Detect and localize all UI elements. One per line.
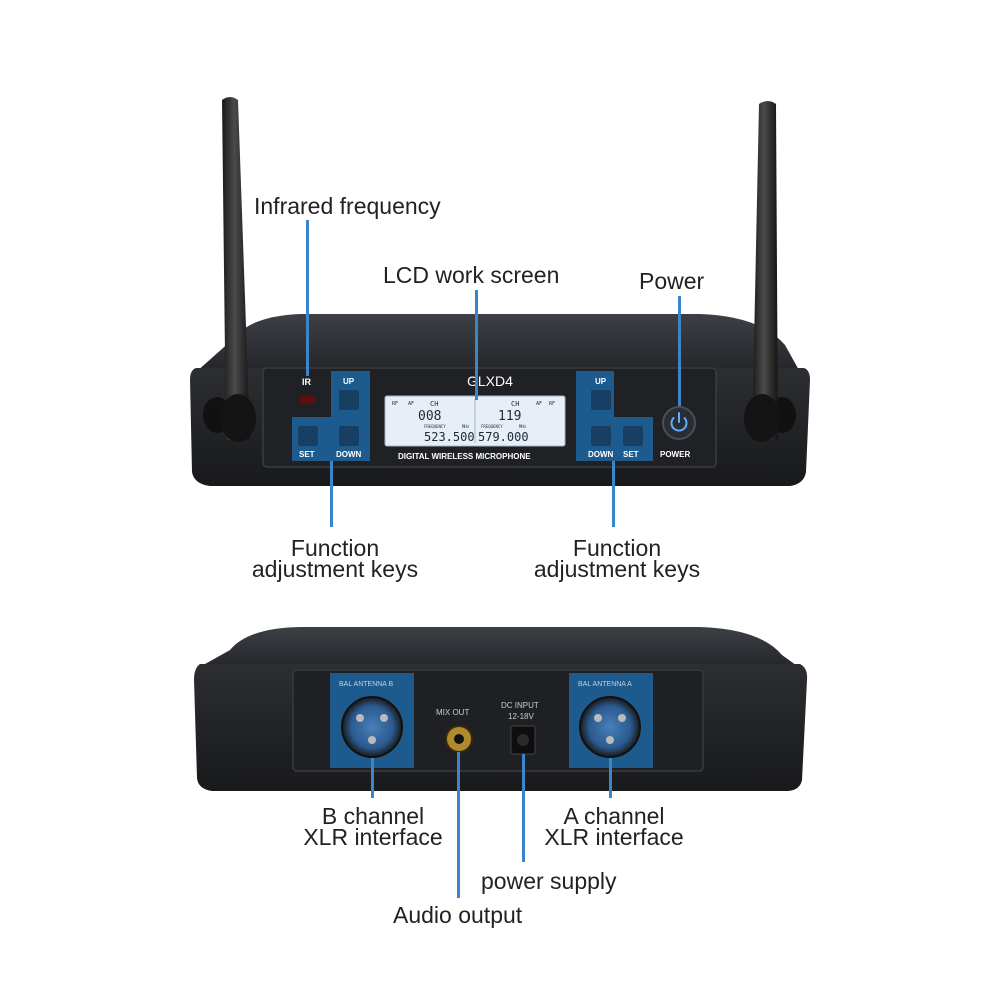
left-set-label: SET — [299, 450, 315, 459]
lcd-rf-right: RF — [549, 401, 555, 407]
b-xlr-connector[interactable] — [341, 696, 403, 758]
right-set-label: SET — [623, 450, 639, 459]
rear-unit: BAL ANTENNA B MIX OUT DC INPUT 12-18V BA… — [194, 627, 808, 791]
leader-a-channel — [609, 758, 612, 798]
lcd-mhz-right: MHz — [519, 424, 527, 429]
leader-power-supply — [522, 754, 525, 862]
right-up-button[interactable] — [591, 390, 611, 410]
ir-sensor — [300, 396, 316, 404]
callout-b-channel-line1: B channel — [321, 803, 425, 829]
leader-lcd — [475, 290, 478, 400]
lcd-ch-right: CH — [511, 400, 519, 408]
left-down-label: DOWN — [336, 450, 362, 459]
left-set-button[interactable] — [298, 426, 318, 446]
leader-audio-output — [457, 752, 460, 898]
b-xlr-label: BAL ANTENNA B — [339, 681, 394, 688]
lcd-freq-right-value: 579.000 — [478, 430, 529, 444]
left-up-button[interactable] — [339, 390, 359, 410]
lcd-af-right: AF — [536, 401, 542, 407]
left-antenna — [220, 97, 256, 442]
leader-power — [678, 296, 681, 406]
mix-out-label: MIX OUT — [436, 708, 469, 717]
lcd-ch-right-value: 119 — [498, 409, 521, 424]
callout-b-channel-line2: XLR interface — [303, 824, 443, 850]
ir-label: IR — [302, 377, 312, 387]
lcd-af-left: AF — [408, 401, 414, 407]
left-down-button[interactable] — [339, 426, 359, 446]
leader-func-right — [612, 461, 615, 527]
dc-input-label: DC INPUT — [501, 701, 539, 710]
lcd-ch-left-value: 008 — [418, 409, 441, 424]
callout-func-left-line2: adjustment keys — [251, 556, 419, 582]
callout-a-channel: A channel XLR interface — [538, 803, 690, 850]
callout-audio-output: Audio output — [393, 902, 523, 928]
power-icon — [670, 412, 688, 432]
callout-b-channel: B channel XLR interface — [297, 803, 449, 850]
right-antenna — [744, 101, 780, 442]
callout-power-supply: power supply — [481, 868, 617, 894]
callout-a-channel-line1: A channel — [563, 803, 665, 829]
callout-func-right-line2: adjustment keys — [533, 556, 701, 582]
callout-power: Power — [639, 268, 705, 294]
lcd-freq-label-right: FREQUENCY — [481, 424, 503, 429]
callout-func-right: Function adjustment keys — [527, 535, 707, 582]
lcd-freq-label-left: FREQUENCY — [424, 424, 446, 429]
a-xlr-label: BAL ANTENNA A — [578, 681, 632, 688]
device-subtitle: DIGITAL WIRELESS MICROPHONE — [398, 452, 531, 461]
right-down-label: DOWN — [588, 450, 614, 459]
brand-logo: GLXD4 — [467, 373, 513, 389]
leader-func-left — [330, 461, 333, 527]
power-label: POWER — [660, 450, 690, 459]
leader-infrared — [306, 220, 309, 376]
callout-lcd: LCD work screen — [383, 262, 560, 288]
callout-infrared: Infrared frequency — [254, 193, 441, 219]
dc-voltage-label: 12-18V — [508, 712, 534, 721]
front-unit: IR UP SET DOWN GLXD4 RF AF CH 008 FREQUE… — [190, 314, 810, 486]
callout-func-left-line1: Function — [290, 535, 380, 561]
a-xlr-connector[interactable] — [579, 696, 641, 758]
lcd-ch-left: CH — [430, 400, 438, 408]
leader-b-channel — [371, 758, 374, 798]
lcd-freq-left-value: 523.500 — [424, 430, 475, 444]
lcd-mhz-left: MHz — [462, 424, 470, 429]
lcd-rf-left: RF — [392, 401, 398, 407]
right-set-button[interactable] — [623, 426, 643, 446]
callout-a-channel-line2: XLR interface — [544, 824, 684, 850]
callout-func-right-line1: Function — [572, 535, 662, 561]
left-up-label: UP — [343, 377, 355, 386]
callout-func-left: Function adjustment keys — [245, 535, 425, 582]
right-up-label: UP — [595, 377, 607, 386]
right-down-button[interactable] — [591, 426, 611, 446]
